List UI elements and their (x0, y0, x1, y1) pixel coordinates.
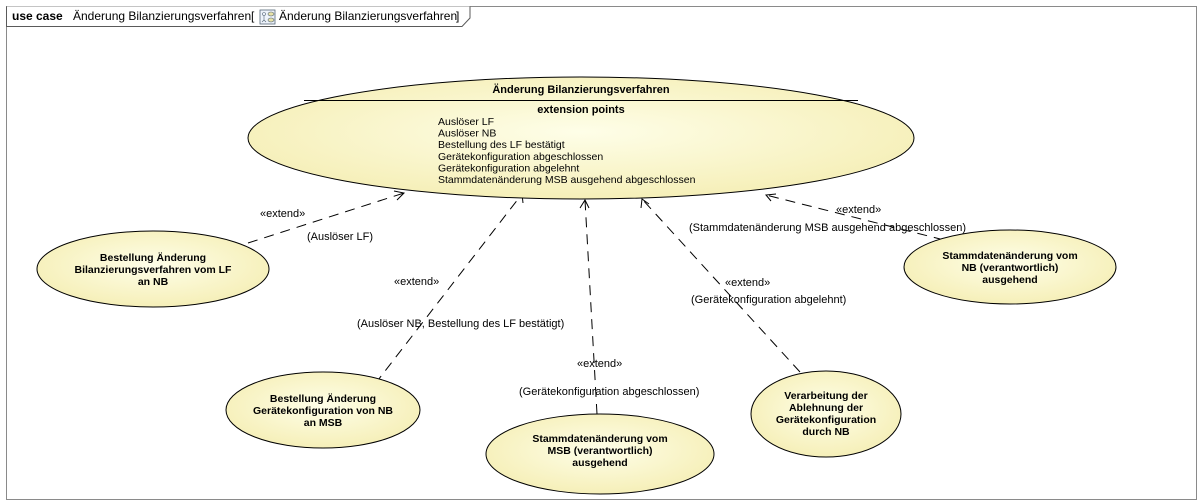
extend-stereotype-4: «extend» (725, 277, 770, 289)
frame-keyword: use case (12, 9, 63, 23)
main-use-case-title: Änderung Bilanzierungsverfahren (492, 83, 670, 96)
use-case-label-line: MSB (verantwortlich) (547, 445, 652, 457)
extend-condition-3: (Gerätekonfiguration abgeschlossen) (519, 386, 699, 398)
main-use-case[interactable]: Änderung Bilanzierungsverfahren extensio… (247, 76, 915, 200)
extend-line-3 (584, 199, 598, 415)
extension-point-item: Auslöser NB (438, 128, 496, 140)
extension-point-item: Gerätekonfiguration abgeschlossen (438, 151, 603, 163)
use-case-label-line: Ablehnung der (789, 402, 863, 414)
use-case-label-line: Stammdatenänderung vom (532, 433, 667, 445)
extend-stereotype-1: «extend» (260, 208, 305, 220)
use-case-ellipse (903, 229, 1117, 305)
extend-relations (247, 192, 961, 415)
frame-bracket-open: [ (251, 9, 255, 23)
diagram-frame (6, 6, 1197, 500)
use-case-label-line: Gerätekonfiguration (776, 414, 876, 426)
extend-stereotype-5: «extend» (836, 204, 881, 216)
extend-stereotype-2: «extend» (394, 276, 439, 288)
use-case-label-line: NB (verantwortlich) (962, 262, 1059, 274)
use-case-label-line: Gerätekonfiguration von NB (253, 405, 393, 417)
arrowhead-3 (579, 198, 590, 209)
use-case-ellipse (485, 413, 715, 495)
extend-line-1 (247, 192, 405, 244)
arrowhead-1 (393, 190, 406, 201)
use-case-bestellung-bilanzierung[interactable]: Bestellung ÄnderungBilanzierungsverfahre… (36, 230, 270, 308)
extension-point-item: Gerätekonfiguration abgelehnt (438, 162, 579, 174)
frame-tab (6, 6, 471, 27)
extend-condition-4: (Gerätekonfiguration abgelehnt) (691, 294, 846, 306)
use-case-ellipse (225, 371, 421, 449)
extend-line-5 (765, 194, 961, 245)
use-case-label-line: an NB (138, 276, 169, 288)
extend-stereotype-3: «extend» (577, 358, 622, 370)
use-case-ellipse (750, 370, 902, 458)
arrowhead-4 (640, 198, 650, 209)
use-case-label-line: an MSB (304, 417, 343, 429)
use-case-label-line: ausgehend (982, 274, 1037, 286)
use-case-ellipse (36, 230, 270, 308)
use-case-label-line: Bilanzierungsverfahren vom LF (75, 264, 233, 276)
arrowhead-5 (765, 193, 777, 202)
frame-bracket-close: ] (456, 9, 459, 23)
frame-name: Änderung Bilanzierungsverfahren (73, 9, 251, 23)
extension-point-item: Stammdatenänderung MSB ausgehend abgesch… (438, 174, 696, 186)
use-case-label-line: Bestellung Änderung (100, 251, 206, 264)
extend-condition-1: (Auslöser LF) (307, 231, 373, 243)
use-case-label-line: durch NB (802, 426, 850, 438)
main-use-case-ellipse (247, 76, 915, 200)
extend-condition-5: (Stammdatenänderung MSB ausgehend abgesc… (689, 222, 966, 234)
use-case-label: Bestellung ÄnderungBilanzierungsverfahre… (75, 251, 233, 288)
use-case-label-line: Stammdatenänderung vom (942, 250, 1077, 262)
extension-point-item: Bestellung des LF bestätigt (438, 139, 565, 151)
extend-condition-2: (Auslöser NB, Bestellung des LF bestätig… (357, 318, 564, 330)
use-case-label-line: Bestellung Änderung (270, 392, 376, 405)
extend-line-2 (374, 193, 523, 385)
extension-points-heading: extension points (537, 104, 624, 116)
use-case-label-line: Verarbeitung der (784, 390, 867, 402)
extend-line-4 (641, 198, 801, 373)
frame-ref-name: Änderung Bilanzierungsverfahren (279, 9, 457, 23)
use-case-diagram-icon (259, 9, 276, 25)
use-case-label-line: ausgehend (572, 457, 627, 469)
extension-point-item: Auslöser LF (438, 116, 494, 128)
